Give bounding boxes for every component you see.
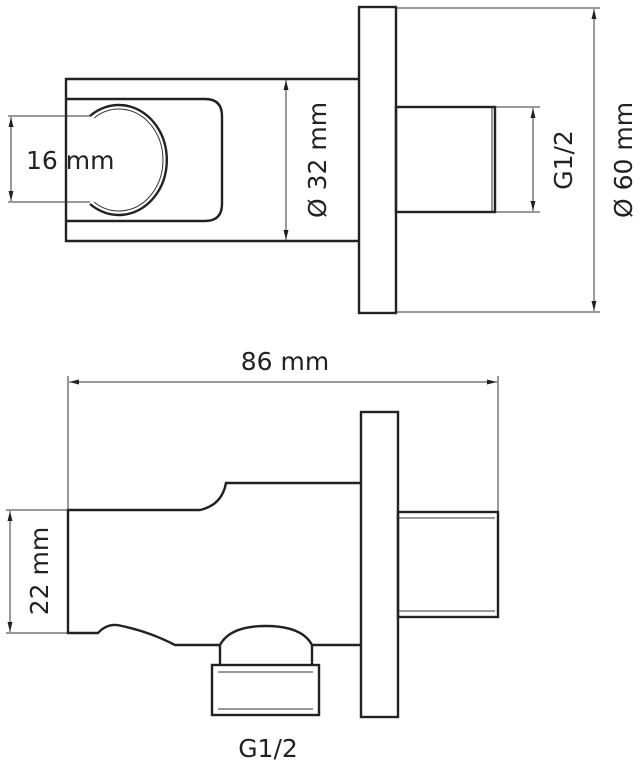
flange-plate — [357, 5, 398, 315]
dim-60mm-label: Ø 60 mm — [609, 102, 638, 218]
hose-ring — [89, 103, 168, 217]
thread-nipple — [394, 105, 497, 214]
thread-nipple-side — [396, 510, 500, 619]
holder-slot — [66, 97, 224, 223]
outlet-thread-label: G1/2 — [238, 734, 298, 763]
outlet-dome — [218, 624, 314, 665]
dim-32mm-label: Ø 32 mm — [303, 102, 332, 218]
side-view: 86 mm 22 mm G1/2 — [6, 347, 500, 763]
holder-body-side — [66, 481, 361, 647]
flange-plate-side — [359, 410, 400, 719]
outlet-nut — [210, 663, 321, 717]
top-view: 16 mm Ø 32 mm G1/2 Ø 60 mm — [8, 5, 638, 315]
dim-22mm-label: 22 mm — [25, 527, 54, 615]
holder-body — [64, 77, 359, 243]
dim-86mm-label: 86 mm — [241, 347, 329, 376]
dim-thread-label: G1/2 — [549, 130, 578, 190]
dim-16mm-label: 16 mm — [26, 146, 114, 175]
